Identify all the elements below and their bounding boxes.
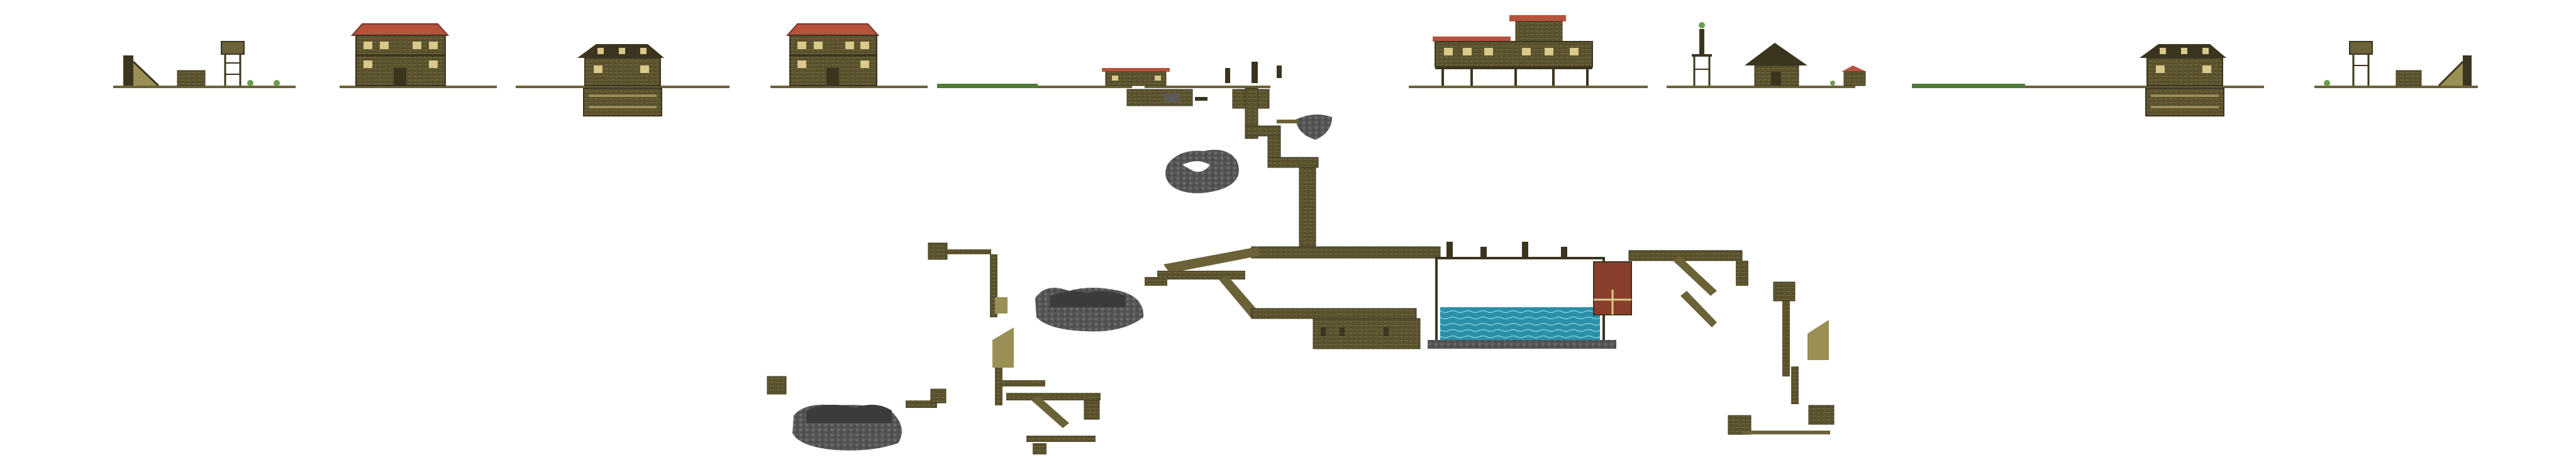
ramp-shed[interactable] (123, 55, 206, 87)
shop-center[interactable] (1102, 68, 1170, 86)
left-cave[interactable] (928, 242, 1167, 405)
house-right[interactable] (2140, 44, 2226, 116)
upper-cave (1165, 149, 1239, 193)
ground-strips (113, 84, 2478, 88)
stall[interactable] (1830, 65, 1867, 86)
water-tower-right[interactable] (2324, 41, 2373, 86)
tavern-left[interactable] (350, 23, 450, 86)
lower-left-cave[interactable] (767, 376, 1101, 455)
surface-layer (113, 15, 2478, 140)
central-hall[interactable] (1157, 246, 1441, 349)
right-tunnels[interactable] (1628, 250, 1835, 435)
main-shaft[interactable] (1245, 88, 1319, 250)
manor[interactable] (1433, 15, 1593, 86)
house-left[interactable] (577, 44, 664, 116)
lighthouse[interactable] (1692, 22, 1712, 86)
flooded-chamber[interactable] (1428, 242, 1632, 349)
underground-layer (767, 88, 1835, 455)
chapel[interactable] (1745, 43, 1807, 86)
ramp-shed-right[interactable] (2396, 55, 2472, 87)
water-tower[interactable] (221, 41, 280, 86)
tavern-center[interactable] (786, 23, 880, 86)
